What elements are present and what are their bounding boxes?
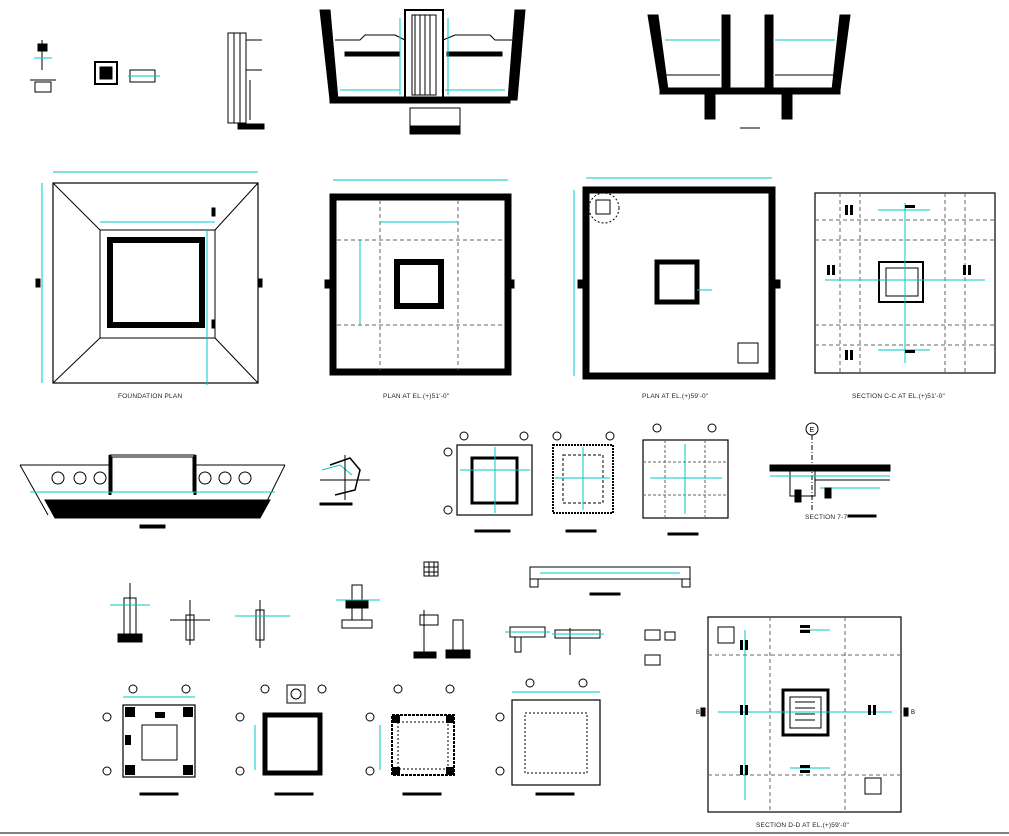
section-dd: B B bbox=[696, 616, 915, 813]
grid-marker-b-right: B bbox=[911, 710, 915, 716]
section-7-7-drawing: E bbox=[769, 422, 891, 518]
small-plan-3 bbox=[642, 423, 729, 536]
small-plan-1 bbox=[443, 431, 533, 533]
footing-plan-4 bbox=[495, 678, 601, 796]
detail-small-1 bbox=[30, 40, 56, 93]
grid-marker-e: E bbox=[810, 427, 815, 434]
plan-51 bbox=[324, 179, 515, 376]
corner-detail bbox=[319, 455, 370, 506]
beam-strip bbox=[529, 566, 691, 596]
title-section-7-7: SECTION 7-7 bbox=[805, 514, 848, 521]
title-plan-59: PLAN AT EL.(+)59'-0" bbox=[642, 393, 709, 400]
column-details bbox=[110, 583, 676, 666]
plan-59 bbox=[573, 177, 781, 380]
detail-small-2 bbox=[94, 61, 160, 85]
footing-plan-2 bbox=[235, 684, 327, 796]
long-section bbox=[19, 454, 286, 529]
tiny-grid bbox=[423, 561, 439, 577]
tank-section-1 bbox=[319, 9, 526, 135]
detail-ladder bbox=[227, 32, 265, 130]
title-section-dd: SECTION D-D AT EL.(+)59'-0" bbox=[756, 822, 850, 829]
tank-section-2 bbox=[647, 14, 851, 129]
title-section-cc: SECTION C-C AT EL.(+)51'-0" bbox=[852, 393, 946, 400]
grid-marker-b-left: B bbox=[696, 710, 700, 716]
footing-plan-3 bbox=[365, 684, 455, 796]
foundation-plan bbox=[35, 171, 263, 385]
small-plan-2 bbox=[552, 431, 615, 533]
title-foundation-plan: FOUNDATION PLAN bbox=[118, 393, 183, 400]
footing-plan-1 bbox=[102, 684, 196, 796]
title-plan-51: PLAN AT EL.(+)51'-0" bbox=[383, 393, 450, 400]
section-cc bbox=[814, 192, 996, 374]
